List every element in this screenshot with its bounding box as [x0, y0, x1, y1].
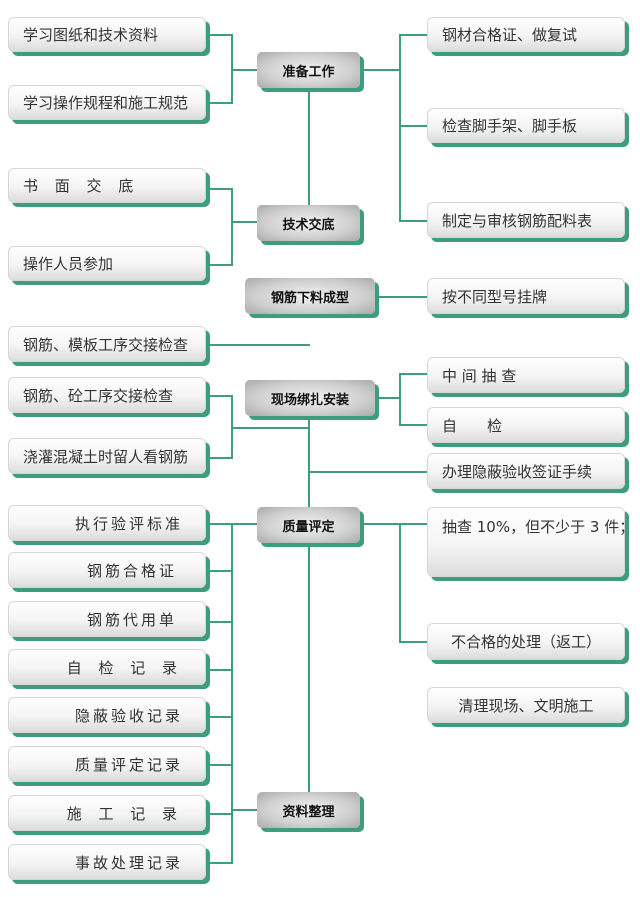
right-box: 自 检: [427, 407, 625, 443]
left-box: 浇灌混凝土时留人看钢筋: [8, 438, 206, 474]
right-box: 制定与审核钢筋配料表: [427, 202, 625, 238]
hub-documents: 资料整理: [257, 792, 360, 828]
hub-binding: 现场绑扎安装: [245, 380, 375, 416]
left-box: 事故处理记录: [8, 844, 206, 880]
hub-prepare: 准备工作: [257, 52, 360, 88]
right-box: 办理隐蔽验收签证手续: [427, 453, 625, 489]
left-box: 钢筋合格证: [8, 552, 206, 588]
left-box: 学习操作规程和施工规范: [8, 85, 206, 120]
right-box: 检查脚手架、脚手板: [427, 108, 625, 143]
hub-quality: 质量评定: [257, 507, 360, 543]
left-box: 施 工 记 录: [8, 795, 206, 831]
left-box: 自 检 记 录: [8, 649, 206, 685]
left-box: 操作人员参加: [8, 246, 206, 281]
right-box: 清理现场、文明施工: [427, 687, 625, 723]
right-box: 不合格的处理（返工）: [427, 623, 625, 660]
left-box: 隐蔽验收记录: [8, 697, 206, 733]
left-box: 执行验评标准: [8, 505, 206, 541]
right-box: 中 间 抽 查: [427, 357, 625, 393]
right-box: 按不同型号挂牌: [427, 278, 625, 314]
left-box: 学习图纸和技术资料: [8, 17, 206, 52]
left-box: 书 面 交 底: [8, 168, 206, 203]
left-box: 钢筋代用单: [8, 601, 206, 637]
hub-cutting: 钢筋下料成型: [245, 278, 375, 314]
right-box: 钢材合格证、做复试: [427, 17, 625, 52]
left-box: 质量评定记录: [8, 746, 206, 782]
hub-tech-briefing: 技术交底: [257, 205, 360, 241]
left-box: 钢筋、砼工序交接检查: [8, 377, 206, 413]
left-box: 钢筋、模板工序交接检查: [8, 326, 206, 362]
right-box: 抽查 10%，但不少于 3 件；: [427, 507, 634, 577]
